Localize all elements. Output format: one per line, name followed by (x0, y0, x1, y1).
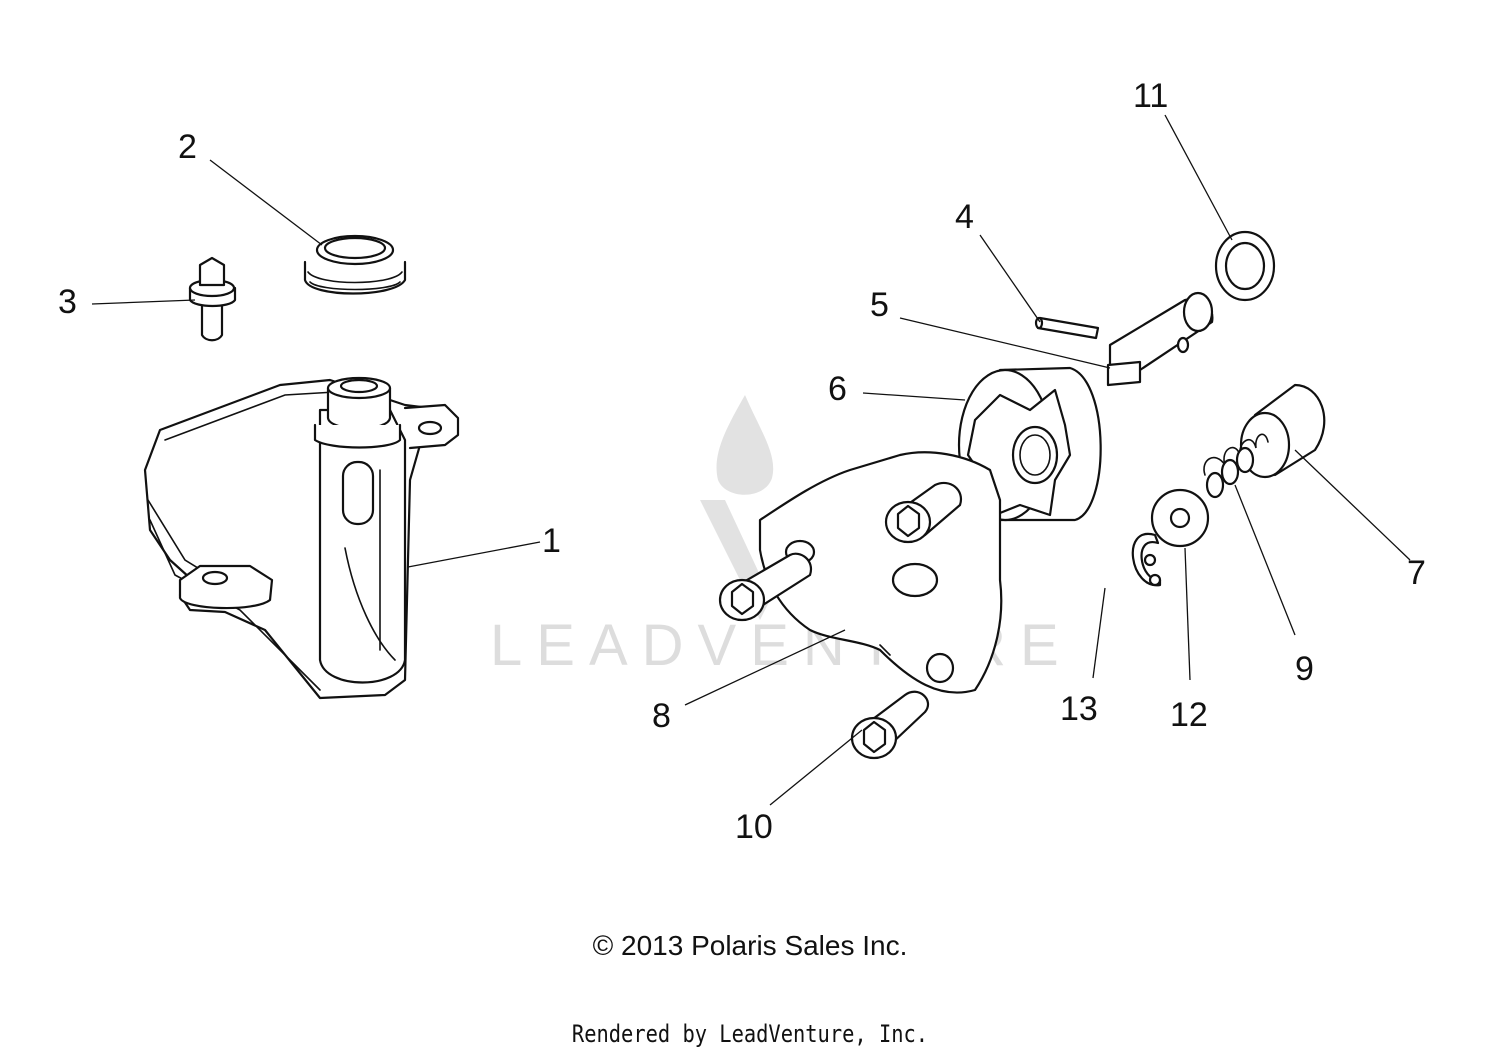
callout-2: 2 (178, 128, 197, 166)
part-10-screw-b (884, 481, 963, 544)
part-3-bolt (188, 256, 237, 342)
callout-3: 3 (58, 283, 77, 321)
part-1-pickup-housing (143, 376, 460, 700)
part-7-piston (1239, 383, 1326, 479)
copyright-notice: © 2013 Polaris Sales Inc. (592, 930, 908, 961)
part-5-shaft (1106, 291, 1214, 387)
callout-11: 11 (1133, 77, 1168, 115)
callout-13: 13 (1060, 690, 1098, 728)
part-11-washer (1214, 230, 1276, 302)
callout-4: 4 (955, 198, 974, 236)
part-2-plug (303, 234, 407, 295)
callout-12: 12 (1170, 696, 1208, 734)
callout-10: 10 (735, 808, 773, 846)
callout-7: 7 (1407, 554, 1426, 592)
part-10-screw-a (718, 552, 813, 622)
leader-lines (91, 114, 1411, 806)
part-13-snap-ring (1131, 532, 1162, 587)
part-10-screw-c (850, 690, 930, 760)
callout-5: 5 (870, 286, 889, 324)
callout-8: 8 (652, 697, 671, 735)
callout-9: 9 (1295, 650, 1314, 688)
part-9-spring (1203, 433, 1269, 499)
callout-6: 6 (828, 370, 847, 408)
part-4-pin (1034, 316, 1100, 340)
part-12-washer (1150, 488, 1210, 548)
callout-1: 1 (542, 522, 561, 560)
rendered-by-credit: Rendered by LeadVenture, Inc. (571, 1020, 929, 1048)
